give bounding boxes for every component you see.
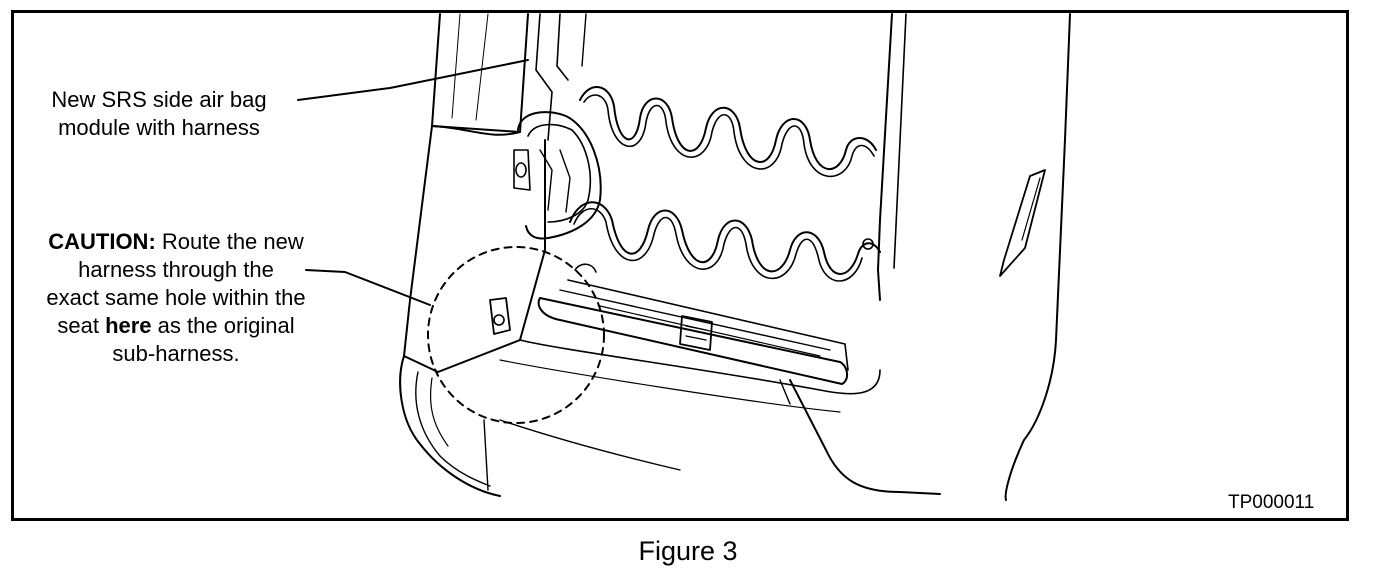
- module-label-line2: module with harness: [58, 115, 260, 140]
- leader-line-module: [297, 59, 529, 101]
- figure-caption: Figure 3: [638, 536, 738, 566]
- mounting-bracket: [489, 297, 511, 335]
- caution-here: here: [105, 313, 152, 338]
- caution-line5: sub-harness.: [112, 341, 240, 366]
- figure-code: TP000011: [1228, 492, 1315, 513]
- seat-base-left: [399, 355, 501, 497]
- module-label-line1: New SRS side air bag: [51, 87, 267, 112]
- seat-spring-upper: [579, 86, 877, 170]
- seat-track: [537, 297, 848, 385]
- caution-prefix: CAUTION:: [48, 229, 156, 254]
- seat-right-frame: [877, 13, 893, 301]
- airbag-harness: [517, 111, 602, 240]
- seat-spring-lower: [569, 201, 881, 275]
- caution-line4-post: as the original: [151, 313, 295, 338]
- leader-line-caution: [305, 269, 431, 306]
- caution-line1: Route the new: [155, 229, 304, 254]
- caution-line3: exact same hole within the: [46, 285, 306, 310]
- caution-line4-pre: seat: [57, 313, 106, 338]
- caution-note: CAUTION: Route the new harness through t…: [6, 228, 346, 368]
- module-label: New SRS side air bag module with harness: [14, 86, 304, 142]
- hole-callout-circle: [427, 246, 605, 424]
- seat-left-frame: [431, 13, 529, 133]
- caution-line2: harness through the: [78, 257, 274, 282]
- diagram-frame: [11, 10, 1349, 521]
